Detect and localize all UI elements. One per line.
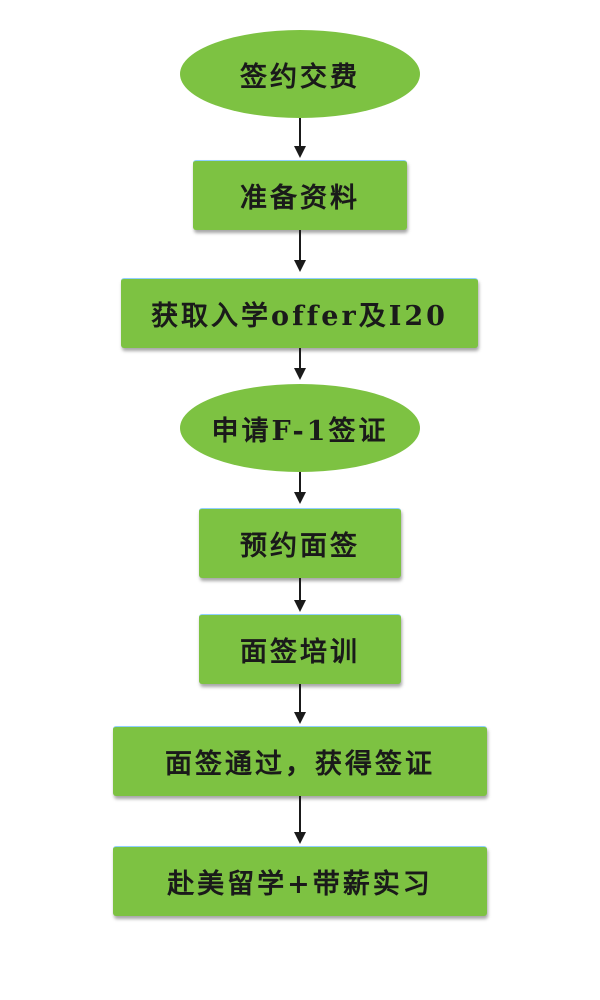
step-label: 获取入学offer及I20	[151, 301, 448, 332]
step-apply-f1-visa: 申请F-1签证	[180, 384, 420, 472]
step-label: 面签培训	[240, 637, 360, 668]
flow-arrow	[294, 472, 306, 504]
step-prepare-documents: 准备资料	[193, 160, 407, 230]
step-get-offer-i20: 获取入学offer及I20	[121, 278, 478, 348]
flow-arrow	[294, 348, 306, 380]
step-label: 面签通过，获得签证	[165, 749, 435, 780]
flow-arrow	[294, 684, 306, 724]
step-interview-training: 面签培训	[199, 614, 401, 684]
flow-arrow	[294, 796, 306, 844]
step-label: 准备资料	[240, 183, 360, 214]
step-visa-granted: 面签通过，获得签证	[113, 726, 487, 796]
step-label: 申请F-1签证	[211, 415, 389, 447]
step-book-interview: 预约面签	[199, 508, 401, 578]
flow-arrow	[294, 118, 306, 158]
step-sign-and-pay: 签约交费	[180, 30, 420, 118]
flow-arrow	[294, 230, 306, 272]
step-label: 预约面签	[240, 531, 360, 562]
step-study-paid-internship: 赴美留学+带薪实习	[113, 846, 487, 916]
step-label: 签约交费	[240, 61, 360, 93]
flow-arrow	[294, 578, 306, 612]
step-label: 赴美留学+带薪实习	[167, 869, 433, 900]
